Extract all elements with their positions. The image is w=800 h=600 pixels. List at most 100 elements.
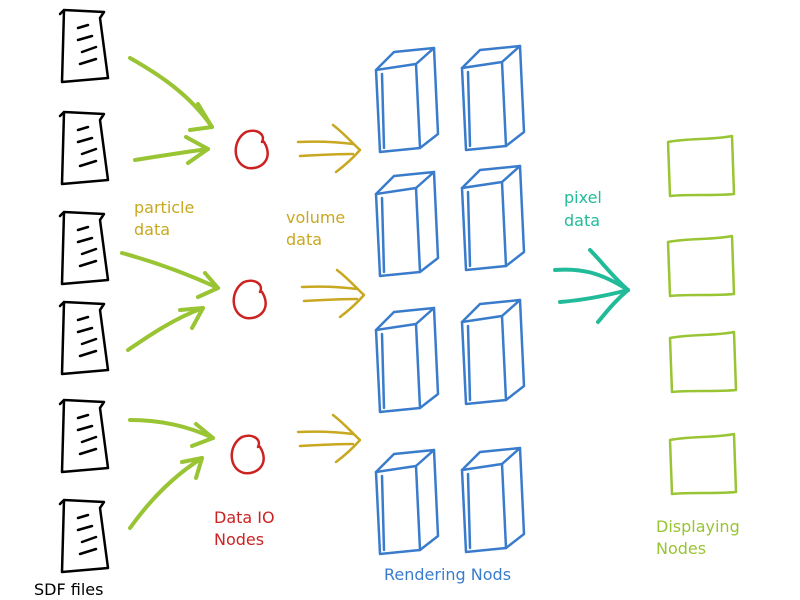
- box-node-icon: [460, 446, 526, 554]
- screen-icon: [666, 134, 736, 198]
- data-io-nodes-label: Data IO Nodes: [214, 508, 275, 549]
- circle-node-icon: [234, 129, 269, 170]
- document-lines: [76, 315, 98, 358]
- pixel-data-arrow: [553, 248, 630, 324]
- arrow-shaft-lower: [302, 297, 359, 303]
- box-edge: [466, 190, 472, 268]
- volume-data-label-line1: volume: [286, 208, 345, 227]
- particle-arrow: [128, 456, 204, 530]
- document-outline: [58, 300, 110, 376]
- data-io-nodes: [230, 129, 269, 475]
- screen-icon: [668, 432, 738, 496]
- rendering-nodes: [374, 44, 526, 556]
- pixel-arrow-lower: [558, 288, 630, 304]
- pixel-data-label-line1: pixel: [564, 188, 602, 207]
- particle-arrow: [120, 251, 220, 299]
- pixel-arrow-head-top: [588, 248, 630, 292]
- rendering-nodes-label: Rendering Nods: [384, 565, 511, 584]
- arrow-shaft: [128, 456, 204, 530]
- box-edge: [466, 70, 472, 148]
- data-io-nodes-label-line1: Data IO: [214, 508, 275, 527]
- box-node-icon: [374, 448, 440, 556]
- arrow-head: [188, 102, 214, 132]
- arrow-head: [335, 268, 366, 319]
- document-lines: [76, 23, 98, 66]
- particle-data-label: particle data: [134, 198, 194, 239]
- box-side: [418, 448, 440, 552]
- box-node-icon: [460, 164, 526, 272]
- box-side: [418, 170, 440, 274]
- box-edge: [466, 472, 472, 550]
- box-top: [374, 46, 436, 72]
- sdf-files-column: [58, 8, 110, 574]
- document-lines: [76, 225, 98, 268]
- box-top: [374, 170, 436, 196]
- arrow-shaft: [133, 147, 210, 162]
- displaying-nodes: [666, 134, 738, 496]
- arrow-shaft: [128, 56, 214, 129]
- volume-arrow: [300, 268, 366, 319]
- pixel-arrow-head-bottom: [596, 288, 630, 324]
- document-outline: [58, 498, 110, 574]
- box-node-icon: [374, 46, 440, 154]
- document-icon: [58, 8, 110, 84]
- document-lines: [76, 125, 98, 168]
- volume-data-arrows: [296, 123, 366, 464]
- particle-data-label-line2: data: [134, 220, 170, 239]
- particle-arrow: [133, 135, 210, 165]
- volume-data-label: volume data: [286, 208, 345, 249]
- box-side: [504, 44, 526, 148]
- arrow-shaft-lower: [298, 442, 355, 448]
- box-node-icon: [460, 298, 526, 406]
- particle-arrow: [128, 56, 214, 132]
- box-side: [418, 306, 440, 410]
- box-side: [418, 46, 440, 150]
- box-node-icon: [460, 44, 526, 152]
- arrow-shaft-lower: [298, 152, 355, 158]
- arrow-shaft-upper: [296, 430, 355, 436]
- box-edge: [380, 72, 386, 150]
- arrow-head: [180, 456, 204, 480]
- arrow-shaft-upper: [296, 140, 355, 146]
- arrow-shaft: [120, 251, 220, 290]
- box-edge: [466, 324, 472, 402]
- arrow-head: [190, 422, 215, 448]
- document-outline: [58, 110, 110, 186]
- screen-icon: [668, 330, 738, 394]
- box-top: [460, 298, 522, 324]
- arrow-head: [184, 135, 210, 165]
- particle-data-arrows: [120, 56, 220, 530]
- arrow-shaft: [126, 306, 205, 352]
- arrow-head: [196, 271, 220, 299]
- pixel-data-label-line2: data: [564, 211, 600, 230]
- box-top: [460, 446, 522, 472]
- data-io-nodes-label-line2: Nodes: [214, 530, 264, 549]
- displaying-nodes-label-line1: Displaying: [656, 517, 740, 536]
- box-node-icon: [374, 170, 440, 278]
- arrow-head: [178, 306, 205, 330]
- box-top: [460, 44, 522, 70]
- particle-arrow: [128, 418, 215, 448]
- box-edge: [380, 332, 386, 410]
- displaying-nodes-label-line2: Nodes: [656, 539, 706, 558]
- displaying-nodes-label: Displaying Nodes: [656, 517, 740, 558]
- box-top: [374, 306, 436, 332]
- box-edge: [380, 196, 386, 274]
- document-icon: [58, 110, 110, 186]
- document-icon: [58, 210, 110, 286]
- arrow-head: [331, 123, 362, 174]
- document-outline: [58, 398, 110, 474]
- box-edge: [380, 474, 386, 552]
- document-icon: [58, 498, 110, 574]
- box-node-icon: [374, 306, 440, 414]
- document-outline: [58, 210, 110, 286]
- circle-node-icon: [232, 279, 267, 320]
- arrow-head: [331, 413, 362, 464]
- box-side: [504, 446, 526, 550]
- particle-data-label-line1: particle: [134, 198, 194, 217]
- box-side: [504, 164, 526, 268]
- arrow-shaft: [128, 418, 215, 440]
- particle-arrow: [126, 306, 205, 352]
- document-icon: [58, 300, 110, 376]
